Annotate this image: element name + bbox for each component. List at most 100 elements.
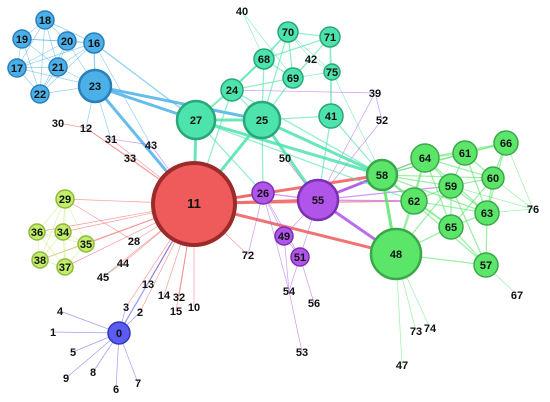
node-52[interactable]: 52 <box>376 115 388 127</box>
node-61-circle <box>452 140 478 166</box>
node-74[interactable]: 74 <box>424 323 437 335</box>
node-35[interactable]: 35 <box>77 235 95 253</box>
node-64[interactable]: 64 <box>410 143 440 173</box>
node-55[interactable]: 55 <box>296 178 340 222</box>
node-33[interactable]: 33 <box>124 153 136 165</box>
node-43[interactable]: 43 <box>145 140 157 152</box>
node-38-circle <box>31 251 49 269</box>
node-29-circle <box>55 189 75 209</box>
node-75[interactable]: 75 <box>323 63 341 81</box>
node-57[interactable]: 57 <box>473 252 499 278</box>
node-21[interactable]: 21 <box>48 57 68 77</box>
node-63[interactable]: 63 <box>474 200 500 226</box>
node-60[interactable]: 60 <box>481 166 505 190</box>
node-23[interactable]: 23 <box>77 68 113 104</box>
node-37-label: 37 <box>59 262 71 274</box>
node-29[interactable]: 29 <box>55 189 75 209</box>
edge-58-63 <box>381 174 488 214</box>
node-39[interactable]: 39 <box>369 88 381 100</box>
node-26-circle <box>251 181 275 205</box>
node-76[interactable]: 76 <box>527 204 539 216</box>
node-24[interactable]: 24 <box>220 78 244 102</box>
node-26[interactable]: 26 <box>251 181 275 205</box>
node-58-circle <box>365 158 399 192</box>
node-12[interactable]: 12 <box>80 123 92 135</box>
node-58[interactable]: 58 <box>365 158 399 192</box>
node-66[interactable]: 66 <box>493 130 519 156</box>
node-8[interactable]: 8 <box>90 367 96 379</box>
node-71[interactable]: 71 <box>319 26 341 48</box>
node-75-circle <box>323 63 341 81</box>
node-28[interactable]: 28 <box>128 236 140 248</box>
node-7[interactable]: 7 <box>135 378 141 390</box>
node-56[interactable]: 56 <box>308 298 320 310</box>
node-20[interactable]: 20 <box>57 31 77 51</box>
node-11-label: 11 <box>187 196 201 211</box>
node-30[interactable]: 30 <box>52 118 64 130</box>
node-45[interactable]: 45 <box>97 272 109 284</box>
node-10[interactable]: 10 <box>188 302 200 314</box>
node-27[interactable]: 27 <box>175 99 217 141</box>
node-4[interactable]: 4 <box>57 306 64 318</box>
node-65[interactable]: 65 <box>438 214 464 240</box>
node-3[interactable]: 3 <box>123 302 129 314</box>
node-2-label: 2 <box>137 307 143 319</box>
node-36[interactable]: 36 <box>28 223 46 241</box>
node-6-label: 6 <box>113 384 119 396</box>
node-70[interactable]: 70 <box>277 21 299 43</box>
node-69[interactable]: 69 <box>282 67 304 89</box>
node-9[interactable]: 9 <box>63 373 69 385</box>
node-2[interactable]: 2 <box>137 307 143 319</box>
node-48[interactable]: 48 <box>369 227 423 281</box>
node-13[interactable]: 13 <box>142 279 154 291</box>
node-22[interactable]: 22 <box>30 84 50 104</box>
edge-26-51 <box>262 192 301 258</box>
node-37[interactable]: 37 <box>56 258 74 276</box>
node-59-label: 59 <box>445 181 457 193</box>
node-1[interactable]: 1 <box>50 327 56 339</box>
node-67[interactable]: 67 <box>511 290 523 302</box>
node-39-label: 39 <box>369 88 381 100</box>
node-11[interactable]: 11 <box>151 161 237 247</box>
node-17-label: 17 <box>11 63 23 75</box>
node-17[interactable]: 17 <box>7 58 27 78</box>
node-50[interactable]: 50 <box>279 153 291 165</box>
node-38[interactable]: 38 <box>31 251 49 269</box>
node-6[interactable]: 6 <box>113 384 119 396</box>
edge-27-58 <box>195 118 383 177</box>
node-72[interactable]: 72 <box>242 250 254 262</box>
node-42[interactable]: 42 <box>305 54 317 66</box>
node-62[interactable]: 62 <box>400 187 428 215</box>
node-51[interactable]: 51 <box>290 247 310 267</box>
node-73[interactable]: 73 <box>410 326 422 338</box>
node-16[interactable]: 16 <box>83 32 105 54</box>
node-25[interactable]: 25 <box>242 100 282 140</box>
edge-39-52 <box>374 92 383 121</box>
node-49[interactable]: 49 <box>274 226 294 246</box>
edge-16-17 <box>16 42 95 69</box>
node-31[interactable]: 31 <box>105 134 117 146</box>
node-29-label: 29 <box>59 194 71 206</box>
node-61[interactable]: 61 <box>452 140 478 166</box>
node-59[interactable]: 59 <box>438 173 464 199</box>
node-62-circle <box>400 187 428 215</box>
node-47[interactable]: 47 <box>396 360 408 372</box>
node-0[interactable]: 0 <box>107 321 131 345</box>
node-14[interactable]: 14 <box>158 290 171 302</box>
node-44[interactable]: 44 <box>117 258 130 270</box>
node-19[interactable]: 19 <box>12 29 32 49</box>
node-71-label: 71 <box>324 32 336 44</box>
node-5[interactable]: 5 <box>70 347 76 359</box>
node-34[interactable]: 34 <box>54 223 72 241</box>
node-15[interactable]: 15 <box>170 306 182 318</box>
node-53[interactable]: 53 <box>296 347 308 359</box>
node-32[interactable]: 32 <box>173 292 185 304</box>
node-54[interactable]: 54 <box>283 286 296 298</box>
node-15-label: 15 <box>170 306 182 318</box>
node-68[interactable]: 68 <box>253 48 275 70</box>
node-30-label: 30 <box>52 118 64 130</box>
node-40[interactable]: 40 <box>236 6 248 18</box>
node-57-circle <box>473 252 499 278</box>
node-18[interactable]: 18 <box>35 10 55 30</box>
node-41[interactable]: 41 <box>318 103 344 129</box>
